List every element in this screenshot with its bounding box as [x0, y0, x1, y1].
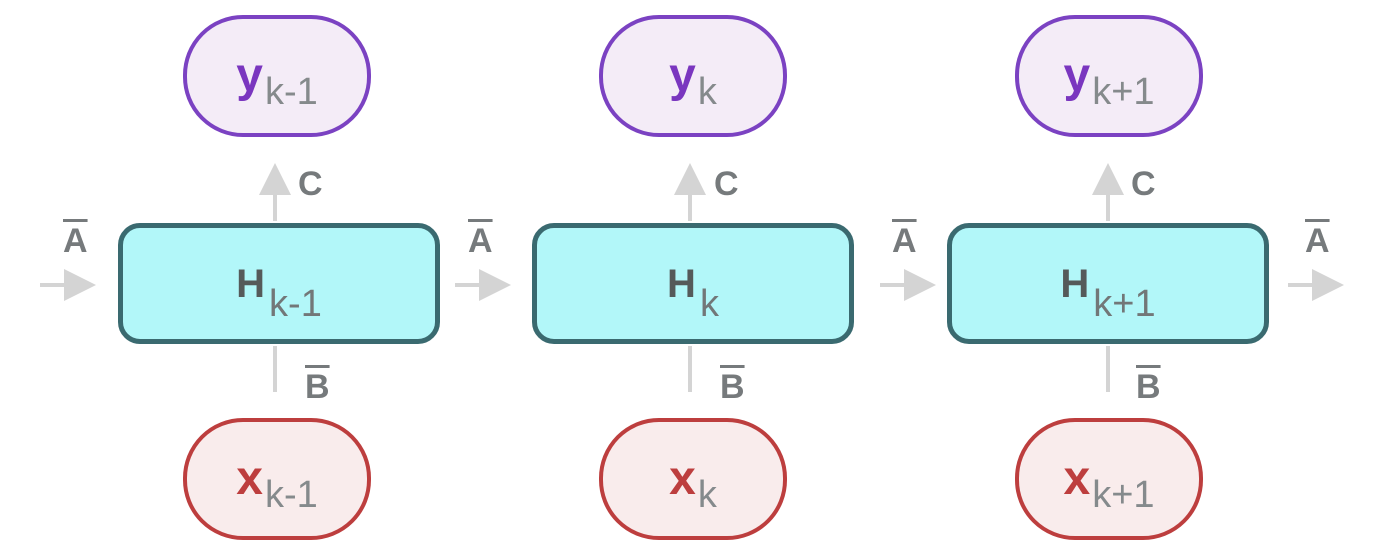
output-subscript: k+1	[1092, 71, 1155, 113]
input-matrix-label-1: B	[305, 368, 330, 406]
input-symbol: x	[1063, 452, 1091, 505]
output-matrix-label-3: C	[1131, 165, 1156, 203]
state-symbol: H	[236, 261, 266, 306]
input-subscript: k	[697, 474, 717, 516]
input-matrix-label-2: B	[720, 368, 745, 406]
output-subscript: k	[697, 71, 717, 113]
state-subscript: k+1	[1093, 282, 1156, 325]
state-subscript: k	[699, 282, 719, 325]
output-matrix-label-1: C	[298, 165, 323, 203]
input-symbol: x	[236, 452, 263, 505]
output-matrix-label-2: C	[714, 165, 739, 203]
input-subscript: k-1	[264, 474, 318, 516]
transition-label-1: A	[63, 222, 88, 260]
output-symbol: y	[236, 49, 263, 102]
input-matrix-label-3: B	[1136, 368, 1161, 406]
state-symbol: H	[667, 261, 696, 306]
transition-label-3: A	[892, 222, 917, 260]
transition-label-2: A	[468, 222, 493, 260]
output-subscript: k-1	[264, 71, 318, 113]
output-symbol: y	[1063, 49, 1091, 102]
output-symbol: y	[669, 49, 696, 102]
transition-label-4: A	[1305, 222, 1330, 260]
state-subscript: k-1	[269, 282, 322, 325]
state-symbol: H	[1060, 261, 1090, 306]
input-subscript: k+1	[1092, 474, 1155, 516]
input-symbol: x	[669, 452, 696, 505]
